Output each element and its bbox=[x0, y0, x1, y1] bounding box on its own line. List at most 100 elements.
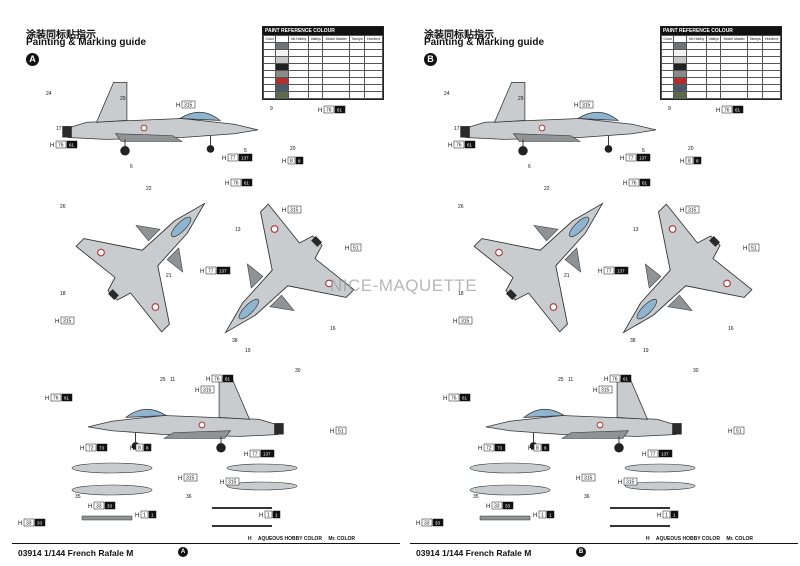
legend-mr-color: Mr. COLOR bbox=[328, 536, 355, 542]
part-number-label: 35 bbox=[75, 494, 81, 500]
callout-box bbox=[272, 510, 281, 519]
drop-tank bbox=[226, 463, 298, 473]
engine-nozzle bbox=[311, 235, 323, 247]
callout-code: 33 bbox=[424, 521, 430, 527]
callout-h-mark: H bbox=[604, 377, 608, 383]
callout-code: 33 bbox=[505, 504, 511, 509]
callout-h-mark: H bbox=[130, 446, 134, 452]
callout-box bbox=[538, 510, 547, 519]
callout-code: 315 bbox=[186, 476, 195, 482]
callout-box bbox=[581, 473, 596, 482]
callout-h-mark: H bbox=[178, 476, 182, 482]
part-number-label: 19 bbox=[643, 348, 649, 354]
callout-code: 315 bbox=[601, 388, 610, 394]
aircraft-side-view bbox=[62, 82, 259, 156]
callout-h-mark: H bbox=[478, 446, 482, 452]
part-number-label: 11 bbox=[170, 377, 175, 383]
callout-box bbox=[148, 510, 157, 519]
part-number-label: 36 bbox=[584, 494, 590, 500]
callout-code: 51 bbox=[751, 246, 757, 252]
callout-box bbox=[464, 140, 476, 149]
callout-code: 61 bbox=[462, 396, 468, 401]
canard bbox=[135, 224, 184, 273]
callout-code: 1 bbox=[275, 513, 278, 518]
paint-legend: H AQUEOUS HOBBY COLOR Mr. COLOR bbox=[248, 536, 360, 542]
callout-h-mark: H bbox=[443, 396, 447, 402]
callout-h-mark: H bbox=[135, 513, 139, 519]
callout-box bbox=[502, 501, 514, 510]
missile-rail bbox=[479, 515, 531, 521]
callout-code: 1 bbox=[151, 513, 154, 518]
paint-reference-grid: Color Mr.Hobby Vallejo Model Master Tami… bbox=[262, 35, 383, 99]
part-number-label: 17 bbox=[454, 126, 460, 132]
callout-h-mark: H bbox=[680, 208, 684, 214]
paint-reference-table: PAINT REFERENCE COLOUR Color Mr.Hobby Va… bbox=[262, 26, 384, 100]
callout-code: 1 bbox=[143, 513, 146, 519]
callout-h-mark: H bbox=[593, 388, 597, 394]
callout-box bbox=[579, 100, 594, 109]
paint-code bbox=[762, 91, 781, 99]
airframe-plan bbox=[473, 202, 604, 333]
callout-box bbox=[96, 443, 108, 452]
callout-code: 72 bbox=[486, 446, 492, 452]
callout-box bbox=[693, 156, 702, 165]
part-number-label: 30 bbox=[693, 368, 699, 374]
callout-code: 8 bbox=[688, 159, 691, 165]
part-number-label: 25 bbox=[558, 377, 564, 383]
aircraft-bottom-view bbox=[224, 203, 355, 334]
aircraft-side-view bbox=[460, 82, 657, 156]
callout-box bbox=[222, 374, 234, 383]
callout-box bbox=[483, 443, 495, 452]
callout-h-mark: H bbox=[623, 181, 627, 187]
callout-box bbox=[609, 374, 621, 383]
paint-reference-row bbox=[660, 84, 781, 92]
legend-h-mark: H bbox=[646, 536, 650, 542]
callout-h-mark: H bbox=[448, 143, 452, 149]
callout-code: 61 bbox=[623, 377, 629, 382]
airframe-plan bbox=[622, 203, 753, 334]
footer-model: 03914 1/144 French Rafale M bbox=[416, 548, 532, 558]
title-english: Painting & Marking guide bbox=[424, 37, 545, 48]
callout-code: 1 bbox=[541, 513, 544, 519]
callout-code: 76 bbox=[326, 108, 332, 114]
footer-badge: A bbox=[178, 547, 188, 557]
nose-gear-wheel bbox=[206, 145, 215, 153]
callout-code: 8 bbox=[536, 446, 539, 452]
title-chinese: 涂装同标贴指示 bbox=[26, 30, 96, 41]
part-number-label: 6 bbox=[130, 164, 133, 170]
paint-reference-header: PAINT REFERENCE COLOUR bbox=[661, 27, 781, 35]
page-scheme-b: 涂装同标贴指示 Painting & Marking guide B PAINT… bbox=[410, 0, 798, 566]
part-number-label: 18 bbox=[60, 291, 66, 297]
callout-h-mark: H bbox=[528, 446, 532, 452]
callout-code: 76 bbox=[451, 396, 457, 402]
fuselage bbox=[67, 118, 259, 140]
drop-tank bbox=[226, 481, 298, 491]
missile-rail bbox=[81, 515, 133, 521]
callout-code: 137 bbox=[617, 269, 625, 274]
callout-code: 76 bbox=[214, 377, 220, 383]
canopy bbox=[170, 216, 192, 238]
callout-code: 73 bbox=[99, 446, 105, 451]
callout-h-mark: H bbox=[195, 388, 199, 394]
part-number-label: 38 bbox=[630, 338, 636, 344]
paint-reference-header: PAINT REFERENCE COLOUR bbox=[263, 27, 383, 35]
part-number-label: 30 bbox=[295, 368, 301, 374]
color-callout: H 76 61 bbox=[443, 393, 471, 402]
callout-box bbox=[623, 477, 638, 486]
callout-h-mark: H bbox=[743, 246, 747, 252]
callout-box bbox=[685, 156, 694, 165]
callout-box bbox=[287, 205, 302, 214]
watermark: NICE-MAQUETTE bbox=[330, 276, 478, 295]
callout-h-mark: H bbox=[345, 246, 349, 252]
callout-h-mark: H bbox=[225, 181, 229, 187]
callout-box bbox=[448, 393, 460, 402]
callout-box bbox=[432, 518, 444, 527]
part-number-label: 9 bbox=[668, 106, 671, 112]
